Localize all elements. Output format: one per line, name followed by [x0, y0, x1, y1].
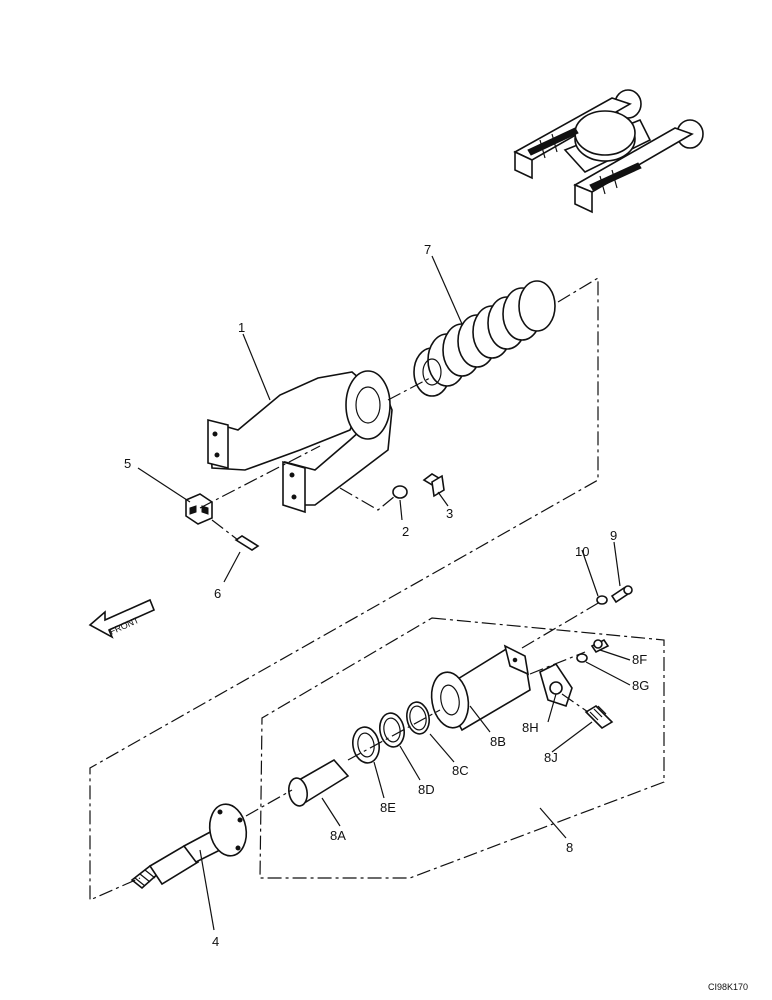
assembly-line-yoke-washer	[339, 487, 396, 511]
label-part-8h: 8H	[522, 720, 539, 735]
label-part-7: 7	[424, 242, 431, 257]
assembly-line-seals	[347, 709, 441, 761]
cotter-pin	[234, 535, 260, 551]
cylinder-body	[430, 644, 531, 732]
label-part-1: 1	[238, 320, 245, 335]
assembly-line-rod	[245, 789, 293, 817]
figure-reference: CI98K170	[708, 982, 748, 992]
recoil-spring	[413, 280, 556, 397]
label-part-8j: 8J	[544, 750, 558, 765]
mounting-bolt	[610, 585, 633, 604]
label-part-9: 9	[610, 528, 617, 543]
front-direction-arrow: FRONT	[88, 598, 156, 639]
leader-lines	[137, 255, 631, 931]
undercarriage-overview-inset	[513, 89, 704, 214]
washer	[392, 485, 408, 499]
label-part-5: 5	[124, 456, 131, 471]
assembly-line-fitting	[561, 693, 589, 713]
o-ring	[406, 701, 430, 735]
label-part-4: 4	[212, 934, 219, 949]
label-part-8c: 8C	[452, 763, 469, 778]
castle-nut	[185, 493, 213, 525]
assembly-line-pin	[211, 519, 239, 541]
bracket-washer	[576, 653, 588, 663]
cylinder-rod	[130, 803, 248, 890]
assembly-line-spring-yoke	[387, 377, 431, 401]
label-part-8d: 8D	[418, 782, 435, 797]
idler-yoke	[207, 370, 393, 514]
label-part-8f: 8F	[632, 652, 647, 667]
label-part-2: 2	[402, 524, 409, 539]
label-part-8: 8	[566, 840, 573, 855]
backup-ring	[379, 712, 405, 748]
assembly-line-mount	[521, 601, 601, 649]
label-part-8a: 8A	[330, 828, 346, 843]
assembly-line-bracket	[529, 651, 586, 675]
grease-fitting	[584, 704, 614, 730]
mounting-washer	[596, 595, 608, 605]
label-part-8g: 8G	[632, 678, 649, 693]
cylinder-assembly-outline	[259, 617, 665, 879]
label-part-10: 10	[575, 544, 589, 559]
assembly-line-nut-pin	[199, 445, 321, 509]
valve-bracket	[539, 662, 573, 708]
label-part-8e: 8E	[380, 800, 396, 815]
assembly-line-spring	[89, 276, 599, 901]
piston	[288, 758, 350, 807]
label-part-3: 3	[446, 506, 453, 521]
bracket-bolt	[590, 638, 610, 654]
bolt	[422, 473, 445, 498]
label-part-6: 6	[214, 586, 221, 601]
packing-seal	[352, 726, 380, 764]
label-part-8b: 8B	[490, 734, 506, 749]
